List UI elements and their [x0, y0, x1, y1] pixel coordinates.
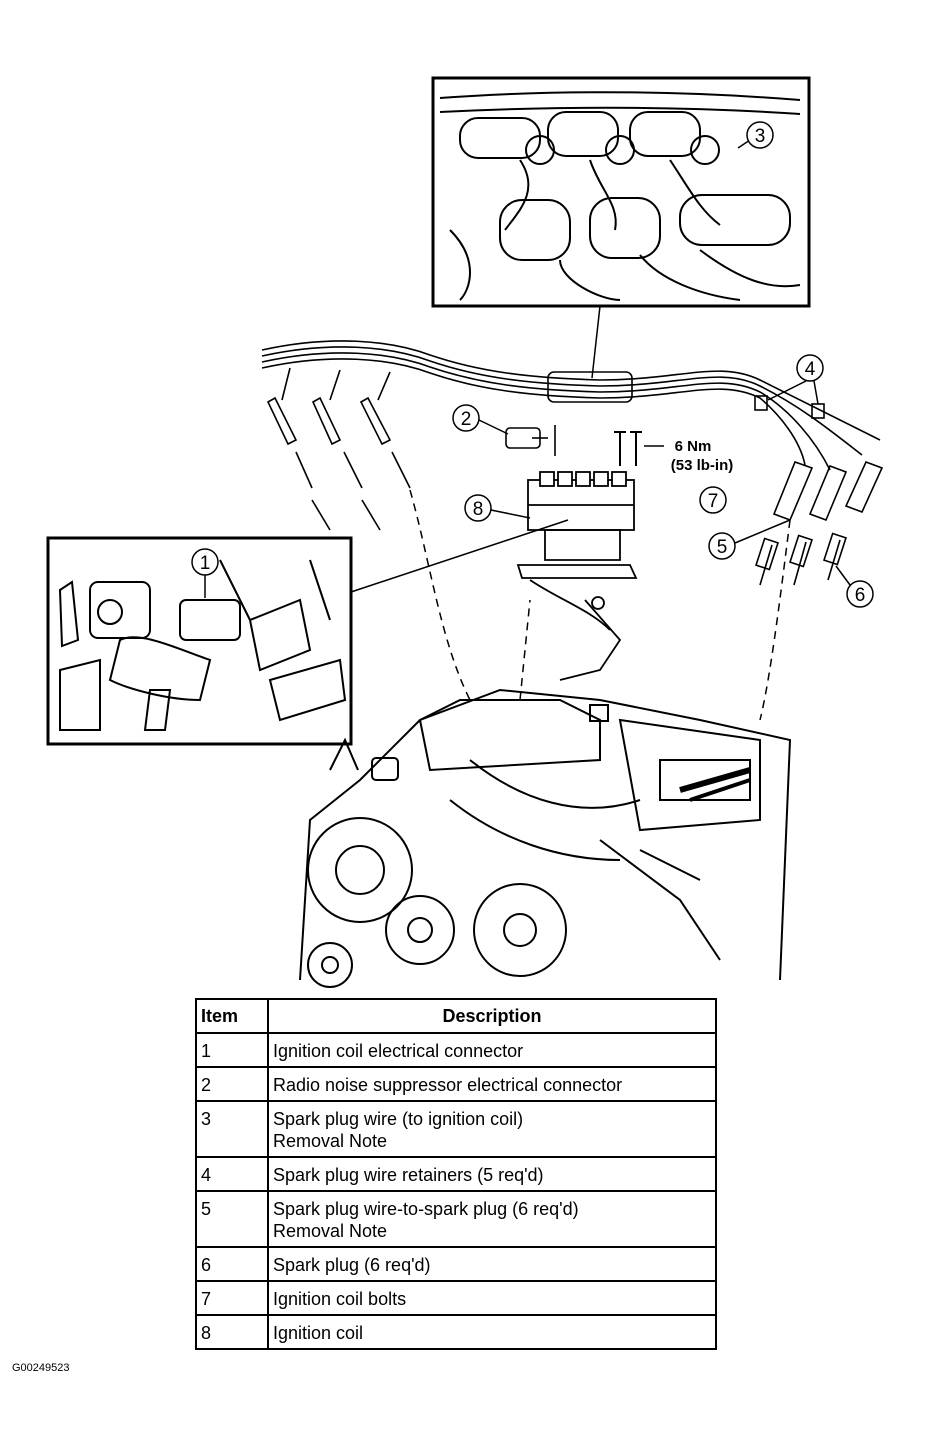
table-header-row: Item Description — [195, 998, 717, 1034]
torque-spec-imperial: (53 lb-in) — [671, 457, 734, 474]
engine-assembly — [299, 688, 792, 988]
description-line: Removal Note — [273, 1131, 388, 1151]
ignition-system-diagram: 1 2 3 4 5 6 7 8 6 Nm (53 lb-in) — [46, 76, 884, 988]
torque-spec-metric: 6 Nm — [675, 438, 712, 455]
description-line: Ignition coil — [273, 1323, 364, 1343]
description-line: Spark plug wire-to-spark plug (6 req'd) — [273, 1199, 579, 1219]
description-line: Spark plug wire (to ignition coil) — [273, 1109, 524, 1129]
item-number: 4 — [195, 1156, 269, 1192]
description-line: Spark plug wire retainers (5 req'd) — [273, 1165, 544, 1185]
spark-plug-wire-harness — [261, 340, 884, 531]
callout-7: 7 — [708, 491, 719, 512]
item-description: Spark plug wire (to ignition coil)Remova… — [267, 1100, 717, 1158]
item-number: 8 — [195, 1314, 269, 1350]
item-description: Spark plug wire retainers (5 req'd) — [267, 1156, 717, 1192]
item-column-header: Item — [195, 998, 269, 1034]
callouts — [191, 354, 874, 608]
figure-id: G00249523 — [12, 1362, 70, 1374]
spark-plugs-right — [755, 532, 847, 586]
item-description: Spark plug (6 req'd) — [267, 1246, 717, 1282]
description-line: Ignition coil electrical connector — [273, 1041, 524, 1061]
callout-8: 8 — [473, 499, 484, 520]
callout-4: 4 — [805, 359, 816, 380]
item-description: Spark plug wire-to-spark plug (6 req'd)R… — [267, 1190, 717, 1248]
item-number: 3 — [195, 1100, 269, 1158]
description-line: Radio noise suppressor electrical connec… — [273, 1075, 623, 1095]
ignition-coil — [516, 471, 638, 681]
callout-6: 6 — [855, 585, 866, 606]
description-line: Spark plug (6 req'd) — [273, 1255, 431, 1275]
item-number: 2 — [195, 1066, 269, 1102]
callout-5: 5 — [717, 537, 728, 558]
item-description: Ignition coil — [267, 1314, 717, 1350]
item-description: Ignition coil bolts — [267, 1280, 717, 1316]
description-column-header: Description — [267, 998, 717, 1034]
callout-1: 1 — [200, 553, 211, 574]
callout-3: 3 — [755, 126, 766, 147]
callout-2: 2 — [461, 409, 472, 430]
description-line: Ignition coil bolts — [273, 1289, 407, 1309]
item-number: 5 — [195, 1190, 269, 1248]
coil-wire-inset — [431, 76, 811, 308]
item-number: 1 — [195, 1032, 269, 1068]
item-number: 7 — [195, 1280, 269, 1316]
item-description: Ignition coil electrical connector — [267, 1032, 717, 1068]
description-line: Removal Note — [273, 1221, 388, 1241]
suppressor-connector — [505, 425, 556, 456]
item-number: 6 — [195, 1246, 269, 1282]
coil-bolts — [614, 431, 642, 466]
item-description: Radio noise suppressor electrical connec… — [267, 1066, 717, 1102]
